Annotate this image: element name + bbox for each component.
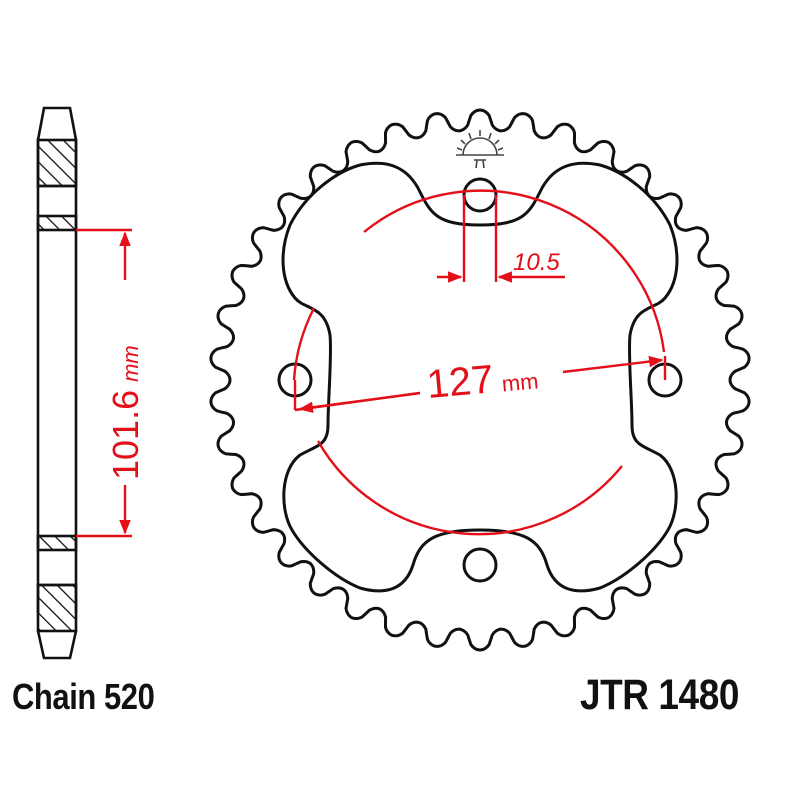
side-hatch-lower-band xyxy=(36,534,78,552)
side-hatch-top xyxy=(36,138,78,188)
sprocket-face xyxy=(209,108,751,652)
hole-diameter-value: 10.5 xyxy=(513,249,560,276)
hub-cutout xyxy=(281,161,679,593)
jt-sun-logo-icon xyxy=(456,130,504,169)
bolt-hole-top xyxy=(462,177,498,213)
side-dimension-value: 101.6mm xyxy=(105,345,146,480)
side-view xyxy=(36,106,78,660)
pcd-arc-top xyxy=(363,189,666,353)
pcd-arc-bottom xyxy=(316,440,623,536)
side-hatch-bottom xyxy=(36,583,78,633)
part-number-label: JTR 1480 xyxy=(580,671,739,719)
side-top-chamfer xyxy=(36,106,78,141)
chain-size-label: Chain 520 xyxy=(12,676,155,717)
side-bottom-chamfer xyxy=(36,630,78,660)
side-hatch-upper-band xyxy=(36,214,78,232)
sprocket-dimensions xyxy=(292,189,667,536)
bolt-hole-bottom xyxy=(462,547,498,583)
side-dimension xyxy=(76,228,132,538)
sprocket-teeth-outline xyxy=(209,108,751,652)
pcd-arc-left xyxy=(292,307,316,381)
